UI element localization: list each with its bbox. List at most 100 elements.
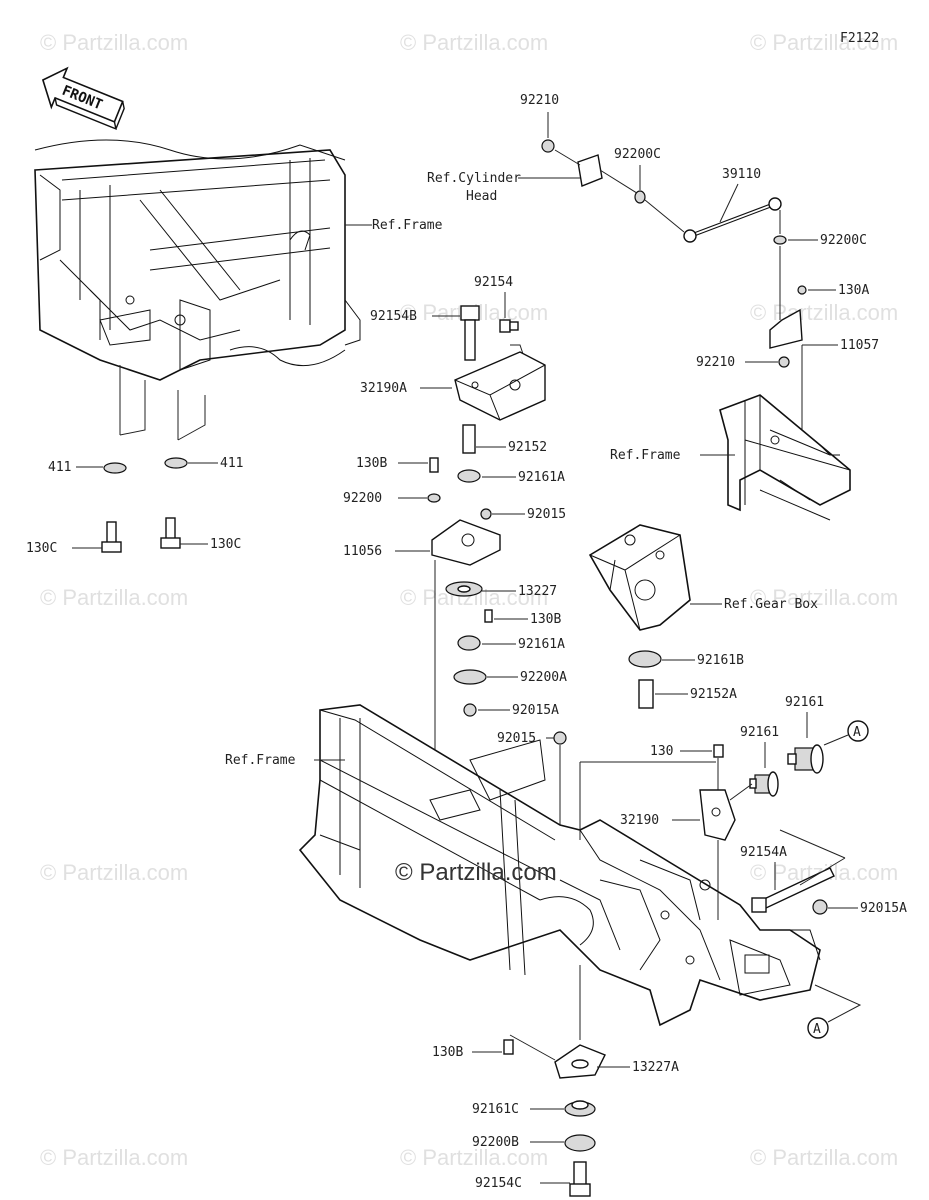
nut-icon: [812, 899, 828, 915]
part-label: 130A: [838, 283, 869, 298]
gear-box-mount-illustration: [588, 524, 691, 631]
washer-icon: [453, 669, 487, 685]
washer-icon: [164, 457, 188, 469]
washer-icon: [564, 1134, 596, 1152]
callout-a-icon: [807, 1017, 829, 1039]
callout-a-icon: [847, 720, 869, 742]
mount-rubber-icon: [628, 650, 662, 668]
part-label: 130B: [356, 456, 387, 471]
front-arrow-icon: FRONT: [41, 66, 125, 131]
part-label: 92154B: [370, 309, 417, 324]
bolt-icon: [484, 609, 493, 623]
watermark: © Partzilla.com: [40, 1145, 188, 1170]
figure-code: F2122: [840, 31, 879, 46]
bolt-icon: [503, 1039, 514, 1055]
part-label: 32190: [620, 813, 659, 828]
copyright-watermark: © Partzilla.com: [395, 859, 557, 886]
part-label: 92161A: [518, 637, 565, 652]
part-label: 92152A: [690, 687, 737, 702]
nut-icon: [778, 356, 790, 368]
watermark: © Partzilla.com: [40, 30, 188, 55]
part-label: 92161A: [518, 470, 565, 485]
part-label: 130B: [530, 612, 561, 627]
washer-icon: [634, 190, 646, 204]
frame-detail-illustration: [719, 394, 851, 521]
part-label: 92161: [785, 695, 824, 710]
mount-rubber-icon: [564, 1100, 596, 1117]
watermark: © Partzilla.com: [750, 30, 898, 55]
washer-icon: [427, 493, 441, 503]
part-label: 92210: [520, 93, 559, 108]
callout-label: A: [813, 1022, 821, 1037]
ref-cylinder-label: Ref.Cylinder: [427, 171, 521, 186]
ref-frame-label: Ref.Frame: [372, 218, 443, 233]
watermark: © Partzilla.com: [40, 860, 188, 885]
ref-gear-box-label: Ref.Gear Box: [724, 597, 818, 612]
part-label: 92152: [508, 440, 547, 455]
part-label: 32190A: [360, 381, 407, 396]
main-frame-illustration: [298, 704, 821, 1027]
collar-icon: [462, 424, 476, 454]
ref-frame-label: Ref.Frame: [610, 448, 681, 463]
callout-label: A: [853, 725, 861, 740]
part-label: 92161B: [697, 653, 744, 668]
bolt-icon: [713, 744, 724, 758]
washer-icon: [103, 462, 127, 474]
ref-frame-label: Ref.Frame: [225, 753, 296, 768]
part-label: 13227A: [632, 1060, 679, 1075]
part-label: 92161C: [472, 1102, 519, 1117]
part-label: 11057: [840, 338, 879, 353]
part-label: 92200C: [614, 147, 661, 162]
engine-mount-icon: [787, 744, 824, 774]
part-label: 92161: [740, 725, 779, 740]
part-label: 92015: [497, 731, 536, 746]
bolt-icon: [569, 1161, 591, 1197]
long-bolt-icon: [751, 867, 835, 913]
nut-icon: [541, 139, 555, 153]
bolt-icon: [460, 305, 480, 361]
bolt-icon: [797, 285, 807, 295]
nut-icon: [463, 703, 477, 717]
watermark: © Partzilla.com: [400, 1145, 548, 1170]
part-label: 92015A: [860, 901, 907, 916]
bracket-icon: [769, 308, 803, 349]
collar-icon: [638, 679, 654, 709]
part-label: 411: [220, 456, 243, 471]
nut-icon: [480, 508, 492, 520]
part-label: 92154C: [475, 1176, 522, 1191]
nut-icon: [553, 731, 567, 745]
bolt-icon: [101, 521, 122, 553]
bolt-icon: [429, 457, 439, 473]
bracket-icon: [699, 789, 736, 841]
part-label: 92154A: [740, 845, 787, 860]
part-label: 39110: [722, 167, 761, 182]
rod-icon: [683, 197, 782, 243]
part-label: 11056: [343, 544, 382, 559]
bracket-icon: [454, 351, 546, 421]
engine-mount-icon: [749, 771, 779, 797]
mount-rubber-icon: [457, 635, 481, 651]
bracket-icon: [577, 154, 603, 187]
part-label: 130C: [210, 537, 241, 552]
bracket-icon: [431, 519, 501, 566]
part-label: 130C: [26, 541, 57, 556]
part-label: 92154: [474, 275, 513, 290]
part-label: 92210: [696, 355, 735, 370]
part-label: 92200C: [820, 233, 867, 248]
part-label: 92015: [527, 507, 566, 522]
plate-icon: [554, 1044, 606, 1079]
ref-head-label: Head: [466, 189, 497, 204]
mount-rubber-icon: [457, 469, 481, 483]
watermark: © Partzilla.com: [40, 585, 188, 610]
part-label: 130: [650, 744, 673, 759]
watermark: © Partzilla.com: [750, 1145, 898, 1170]
part-label: 92200A: [520, 670, 567, 685]
part-label: 411: [48, 460, 71, 475]
bolt-icon: [499, 319, 519, 333]
upper-frame-illustration: [34, 139, 361, 381]
watermark: © Partzilla.com: [750, 300, 898, 325]
part-label: 13227: [518, 584, 557, 599]
bolt-icon: [160, 517, 181, 549]
